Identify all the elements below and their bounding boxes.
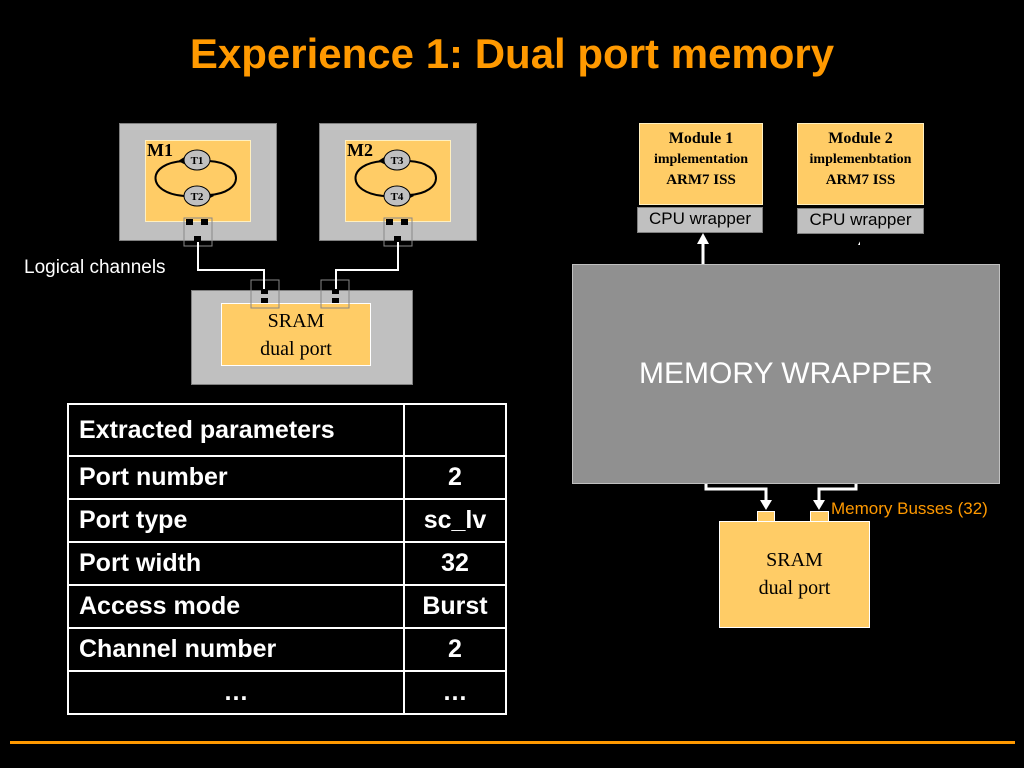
table-row: … … (67, 670, 507, 715)
channel-wire-1 (197, 242, 265, 289)
sram-right-line2: dual port (758, 577, 831, 599)
task-t1-node (183, 149, 211, 171)
port-m2-a (386, 219, 393, 225)
module-2-impl-line2: implemenbtation (809, 152, 912, 167)
sram-left-line2: dual port (260, 338, 332, 360)
module-1-impl-line1: Module 1 (668, 130, 734, 147)
port-m1-b (201, 219, 208, 225)
port-sram-1-b (261, 298, 268, 303)
cpu-wrapper-1: CPU wrapper (637, 207, 763, 233)
footer-divider (10, 741, 1015, 744)
module-1-impl-line3: ARM7 ISS (666, 172, 736, 188)
table-cell-value: sc_lv (403, 498, 507, 543)
memory-wrapper-box (572, 264, 1000, 484)
table-row: Port type sc_lv (67, 498, 507, 543)
sram-port-1 (757, 511, 775, 522)
table-header-row: Extracted parameters (67, 403, 507, 457)
task-loop-arc-m1-right (208, 160, 237, 196)
table-cell-value: 2 (403, 627, 507, 672)
task-t2-label: T2 (191, 191, 204, 203)
task-t3-node (383, 149, 411, 171)
port-sram-2-b (332, 298, 339, 303)
table-cell-value: … (403, 670, 507, 715)
task-t4-label: T4 (391, 191, 404, 203)
cpu-2-arrowhead (858, 241, 860, 245)
slide-title: Experience 1: Dual port memory (189, 30, 835, 77)
port-m2-c (394, 236, 401, 242)
memory-wrapper-label: MEMORY WRAPPER (639, 357, 933, 390)
table-header-cell: Extracted parameters (67, 403, 405, 457)
module-2-impl-line3: ARM7 ISS (825, 172, 896, 188)
table-row: Channel number 2 (67, 627, 507, 672)
task-loop-arc-m1-left (154, 160, 185, 197)
logical-channels-label: Logical channels (24, 257, 166, 278)
module-1-impl-box: Module 1 implementation ARM7 ISS (639, 123, 763, 205)
table-cell-value: 2 (403, 455, 507, 500)
task-t4-node (383, 185, 411, 207)
left-diagram-graphics: T1 T2 T3 T4 (154, 149, 437, 309)
module-2-label: M2 (347, 140, 373, 160)
port-sram-2-a (332, 289, 339, 294)
cpu-1-arrowhead (697, 233, 709, 244)
table-row: Port width 32 (67, 541, 507, 586)
task-t2-node (183, 185, 211, 207)
module-1-label: M1 (147, 140, 173, 160)
port-m1-a (186, 219, 193, 225)
table-cell-param: Port width (67, 541, 405, 586)
sram-box-right (719, 521, 870, 628)
table-cell-value: Burst (403, 584, 507, 629)
sram-port-2 (810, 511, 829, 522)
module-2-impl-line1: Module 2 (828, 130, 893, 147)
memory-bus-1-arrowhead (760, 500, 772, 510)
cpu-wrapper-2: CPU wrapper (797, 208, 924, 234)
table-row: Port number 2 (67, 455, 507, 500)
port-m1-c (194, 236, 201, 242)
memory-bus-2-arrowhead (813, 500, 825, 510)
extracted-parameters-table: Extracted parameters Port number 2 Port … (67, 403, 507, 715)
table-cell-value: 32 (403, 541, 507, 586)
port-m2-b (401, 219, 408, 225)
table-header-cell (403, 403, 507, 457)
right-diagram-graphics (697, 233, 860, 510)
table-cell-param: Channel number (67, 627, 405, 672)
table-cell-param: … (67, 670, 405, 715)
module-1-impl-line2: implementation (653, 152, 749, 167)
table-cell-param: Access mode (67, 584, 405, 629)
task-t3-label: T3 (391, 155, 404, 167)
task-t1-label: T1 (191, 155, 204, 167)
sram-box-left (221, 303, 371, 366)
memory-bus-1 (704, 484, 768, 502)
task-loop-arc-m2-left (354, 160, 385, 197)
port-sram-1-a (261, 289, 268, 294)
task-loop-arc-m2-right (408, 160, 437, 196)
table-cell-param: Port type (67, 498, 405, 543)
module-2-impl-box: Module 2 implemenbtation ARM7 ISS (797, 123, 924, 205)
sram-left-line1: SRAM (267, 310, 325, 332)
channel-wire-2 (335, 242, 399, 289)
memory-busses-label: Memory Busses (32) (831, 499, 988, 518)
sram-right-line1: SRAM (766, 549, 823, 571)
table-cell-param: Port number (67, 455, 405, 500)
memory-bus-2 (817, 484, 858, 502)
table-row: Access mode Burst (67, 584, 507, 629)
